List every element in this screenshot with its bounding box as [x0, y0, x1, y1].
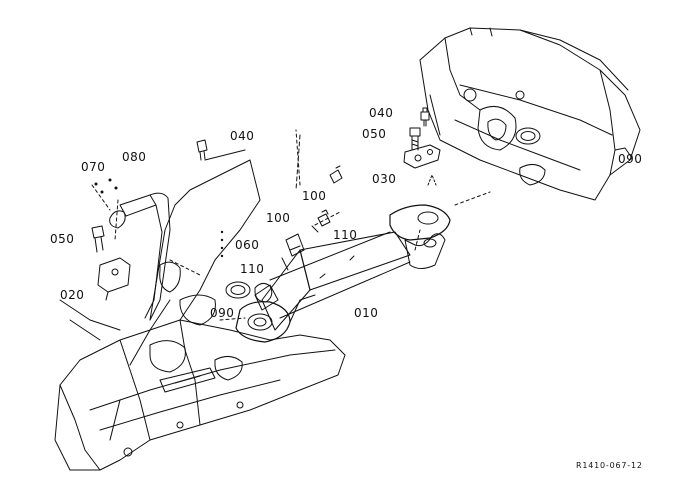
callout-040-mid: 040 [230, 129, 255, 143]
seal-ring-left [225, 281, 251, 299]
bracket-020 [97, 257, 131, 301]
fitting-100-upper [329, 165, 343, 184]
callout-090-right: 090 [618, 152, 643, 166]
callout-060: 060 [235, 238, 260, 252]
hose-fitting-110-left [254, 282, 273, 303]
callout-030: 030 [372, 172, 397, 186]
bolts-070 [94, 178, 118, 194]
hydraulic-cylinder-010 [235, 204, 451, 343]
callout-100-upper: 100 [302, 189, 327, 203]
seal-ring-right [515, 127, 541, 145]
drawing-code: R1410-067-12 [576, 461, 643, 470]
callout-110-left: 110 [240, 262, 265, 276]
grease-fitting-040-top [420, 107, 430, 127]
callout-050-left: 050 [50, 232, 75, 246]
callout-090-left: 090 [210, 306, 235, 320]
grease-fitting-110-right [311, 209, 331, 233]
callout-050-top: 050 [362, 127, 387, 141]
callout-020: 020 [60, 288, 85, 302]
callout-010: 010 [354, 306, 379, 320]
callout-040-top: 040 [369, 106, 394, 120]
callout-080: 080 [122, 150, 147, 164]
upper-frame-bracket [419, 27, 641, 201]
callout-110-right: 110 [333, 228, 358, 242]
bolt-050-top [409, 127, 421, 151]
plate-030 [403, 144, 441, 186]
callout-070: 070 [81, 160, 106, 174]
grease-fitting-040-mid [196, 139, 246, 161]
bolt-050-left [91, 225, 105, 253]
pipe-fitting-080 [109, 192, 171, 321]
spacer-060 [220, 230, 224, 258]
assembly-lines [91, 129, 491, 321]
guide-chain-line [295, 134, 301, 191]
callout-100-lower: 100 [266, 211, 291, 225]
fitting-100-lower [281, 233, 305, 271]
lower-frame-assembly [54, 159, 346, 471]
